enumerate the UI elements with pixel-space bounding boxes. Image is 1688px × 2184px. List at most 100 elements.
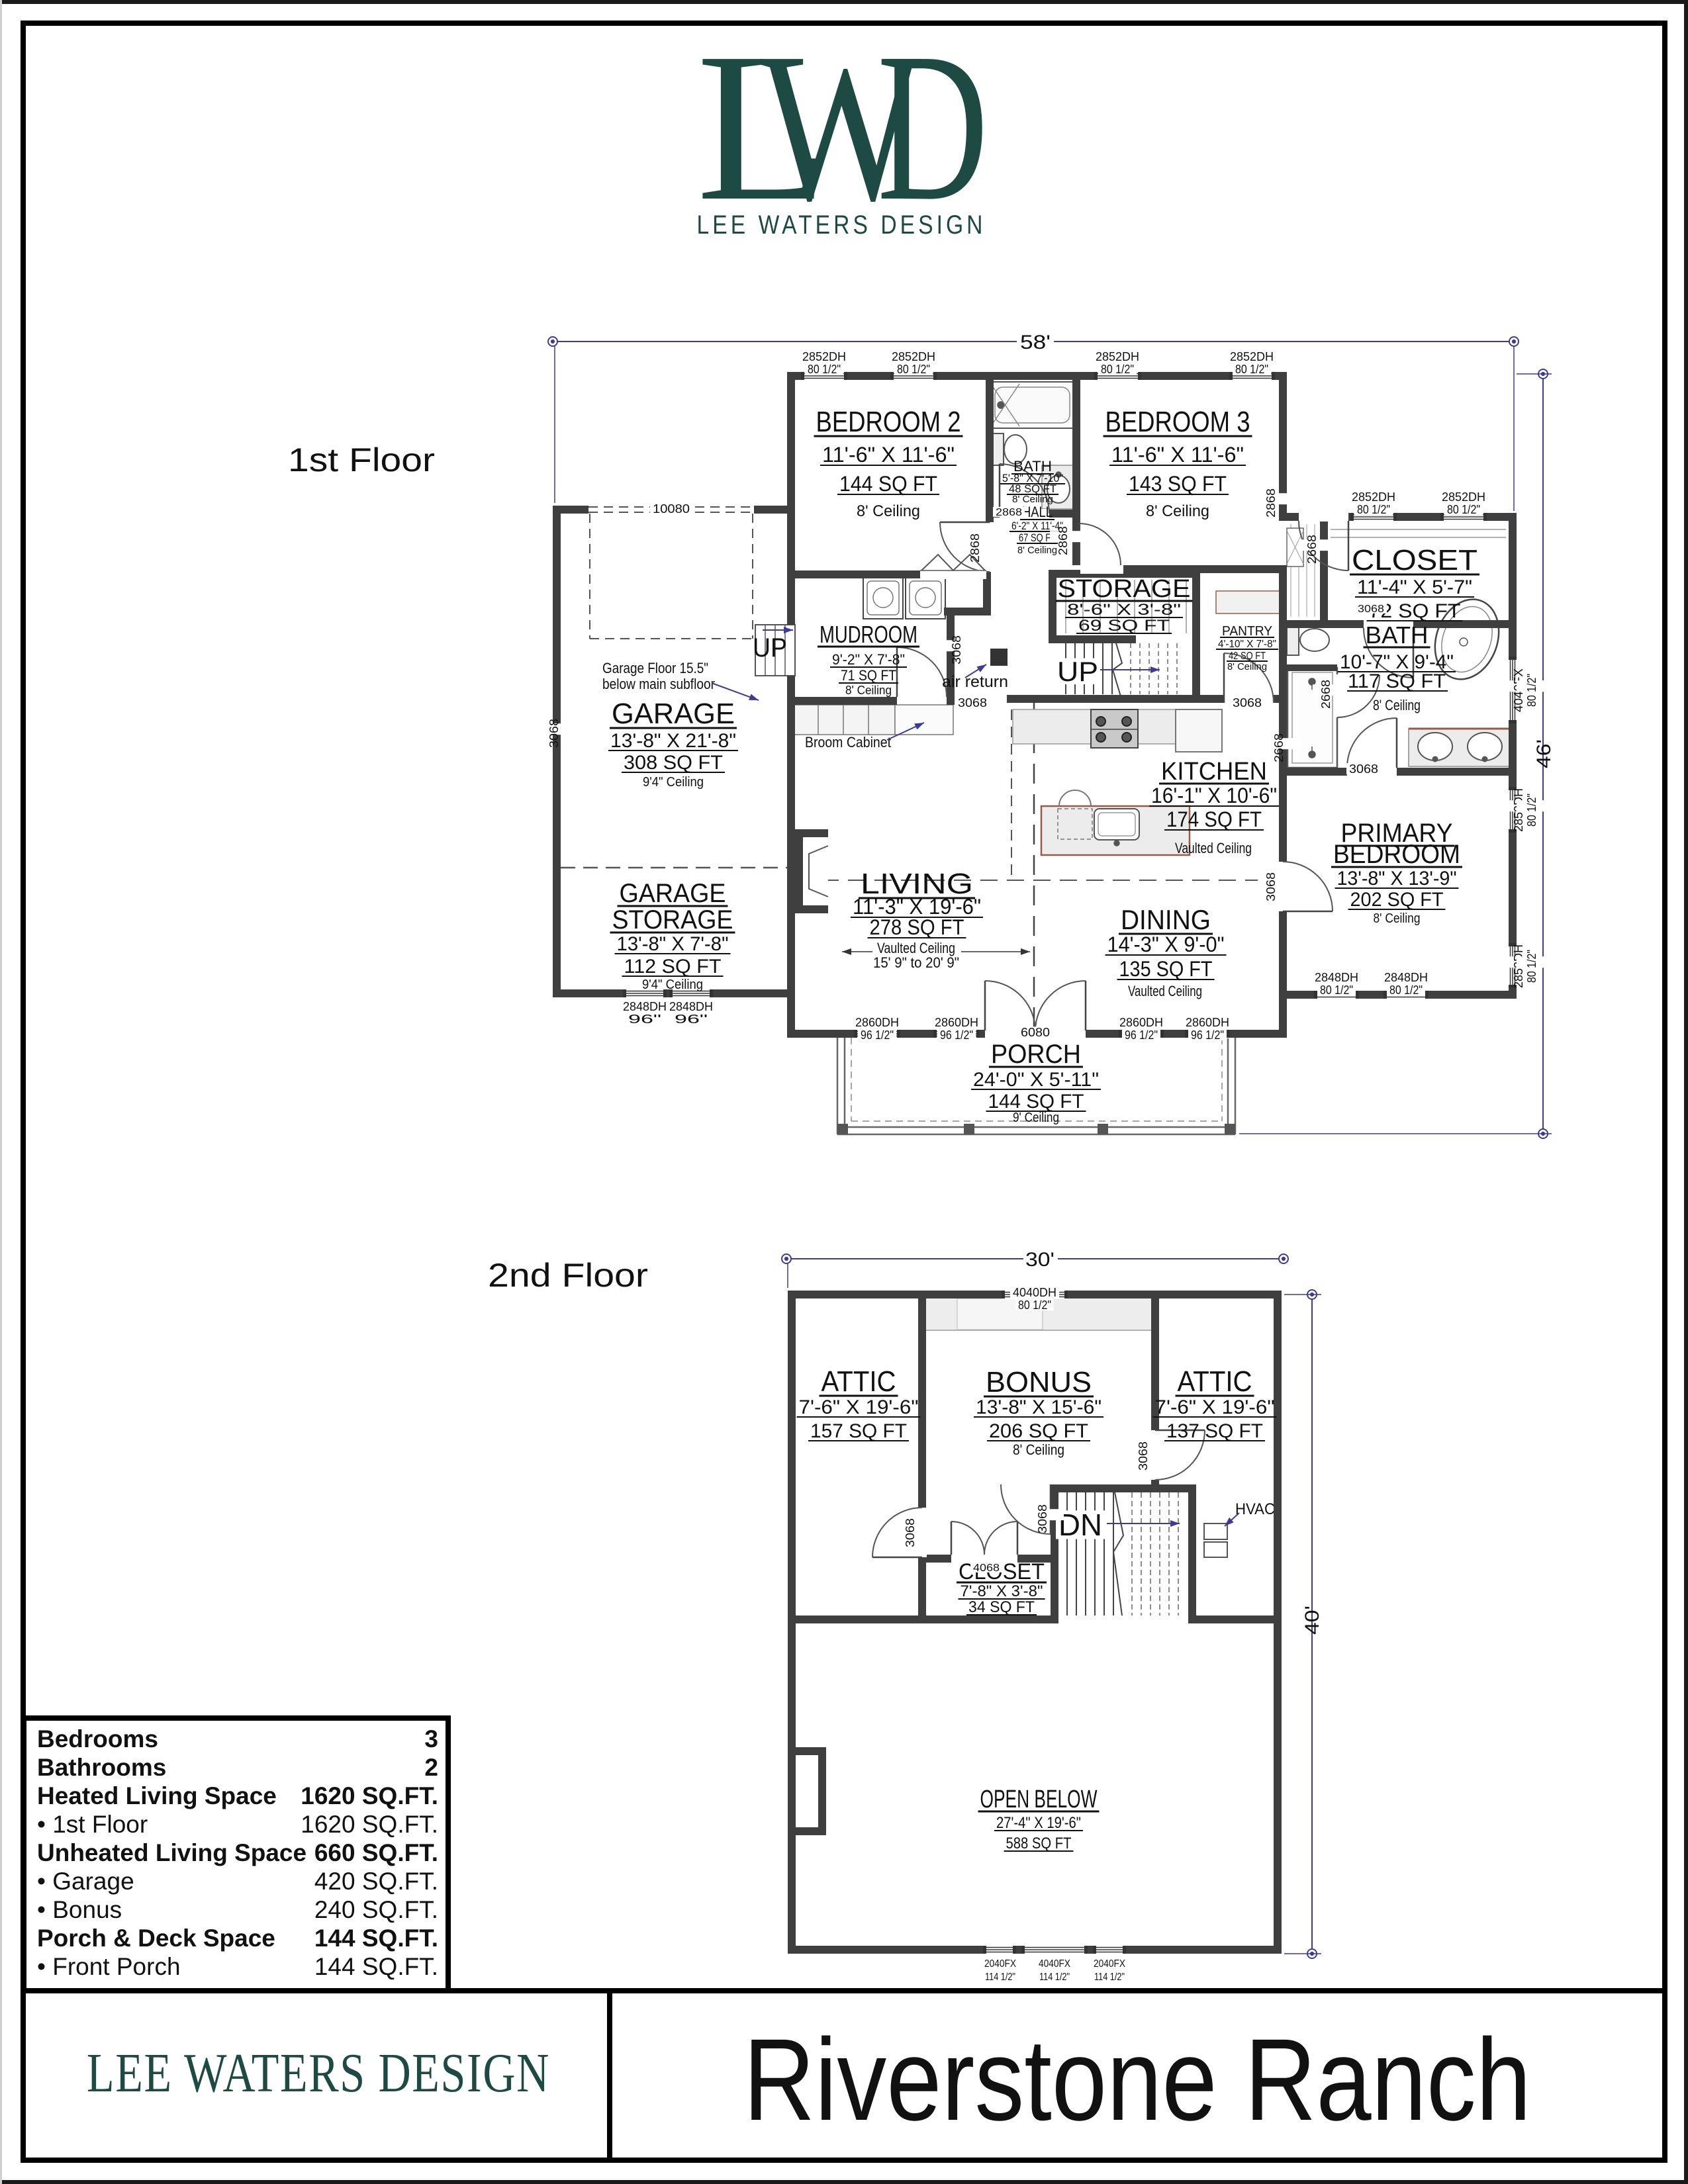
svg-text:117 SQ FT: 117 SQ FT [1348,670,1446,692]
svg-text:4040DH: 4040DH [1013,1286,1056,1299]
svg-text:Porch & Deck Space: Porch & Deck Space [37,1925,275,1952]
svg-text:6080: 6080 [1021,1026,1050,1039]
svg-text:80 1/2": 80 1/2" [1525,674,1538,707]
svg-text:PANTRY: PANTRY [1222,624,1272,639]
svg-text:2852DH: 2852DH [1230,350,1274,363]
svg-text:2860DH: 2860DH [1119,1016,1163,1029]
svg-text:W: W [760,9,923,245]
svg-text:BATH: BATH [1366,621,1429,649]
svg-text:CLOSET: CLOSET [1352,544,1477,576]
svg-text:GARAGE: GARAGE [612,698,735,730]
svg-text:2: 2 [424,1754,438,1781]
svg-text:13'-8" X 7'-8": 13'-8" X 7'-8" [617,933,729,955]
svg-text:80 1/2": 80 1/2" [1018,1298,1051,1312]
svg-text:114 1/2": 114 1/2" [1039,1972,1070,1983]
svg-text:24'-0" X 5'-11": 24'-0" X 5'-11" [973,1069,1099,1091]
svg-text:Unheated Living Space: Unheated Living Space [37,1839,306,1866]
svg-text:2860DH: 2860DH [855,1016,899,1029]
svg-text:96 1/2": 96 1/2" [1191,1028,1224,1042]
svg-text:2852DH: 2852DH [1096,350,1139,363]
svg-text:8' Ceiling: 8' Ceiling [1373,697,1421,713]
svg-text:2nd Floor: 2nd Floor [488,1257,648,1294]
svg-text:ATTIC: ATTIC [1178,1365,1252,1398]
svg-text:8' Ceiling: 8' Ceiling [1017,545,1057,556]
svg-text:4068: 4068 [973,1563,1000,1574]
svg-text:8' Ceiling: 8' Ceiling [1146,502,1209,520]
svg-text:13'-8" X 21'-8": 13'-8" X 21'-8" [610,730,736,752]
svg-text:46': 46' [1533,739,1555,768]
svg-text:42 SQ FT: 42 SQ FT [1229,651,1266,662]
svg-text:7'-6" X 19'-6": 7'-6" X 19'-6" [799,1396,919,1418]
svg-text:• Front Porch: • Front Porch [37,1953,181,1980]
svg-text:8' Ceiling: 8' Ceiling [857,502,920,520]
svg-text:4040FX: 4040FX [1039,1958,1070,1970]
svg-text:3068: 3068 [1233,696,1262,709]
svg-text:PORCH: PORCH [991,1040,1081,1069]
svg-text:80 1/2": 80 1/2" [897,363,930,376]
svg-text:58': 58' [1020,332,1051,353]
svg-text:11'-3" X 19'-6": 11'-3" X 19'-6" [853,895,981,919]
svg-text:D: D [877,9,988,245]
svg-text:MUDROOM: MUDROOM [820,621,917,648]
svg-text:144 SQ.FT.: 144 SQ.FT. [314,1953,438,1980]
svg-text:HVAC: HVAC [1235,1500,1275,1518]
svg-text:2668: 2668 [1319,680,1333,709]
svg-text:BEDROOM 2: BEDROOM 2 [816,406,961,438]
svg-text:3068: 3068 [1349,762,1378,776]
svg-text:206 SQ FT: 206 SQ FT [989,1420,1088,1442]
svg-text:9'4" Ceiling: 9'4" Ceiling [642,978,703,992]
svg-text:80 1/2": 80 1/2" [1447,503,1480,516]
svg-text:2852DH: 2852DH [1442,490,1485,504]
svg-text:308 SQ FT: 308 SQ FT [624,752,723,774]
svg-text:3068: 3068 [1137,1441,1150,1471]
svg-text:2852DH: 2852DH [892,350,935,363]
svg-text:144 SQ FT: 144 SQ FT [988,1091,1084,1113]
svg-text:96 1/2": 96 1/2" [861,1028,894,1042]
svg-text:3068: 3068 [958,696,987,709]
svg-text:• 1st Floor: • 1st Floor [37,1811,148,1838]
svg-text:Bedrooms: Bedrooms [37,1725,158,1752]
svg-text:3068: 3068 [1358,604,1384,615]
svg-text:11'-6" X 11'-6": 11'-6" X 11'-6" [822,443,955,467]
svg-text:2040FX: 2040FX [984,1958,1016,1970]
svg-text:PRIMARY: PRIMARY [1341,819,1453,848]
svg-text:DINING: DINING [1121,904,1211,935]
svg-text:2868: 2868 [968,533,982,563]
svg-text:13'-8" X 13'-9": 13'-8" X 13'-9" [1337,868,1457,889]
svg-text:2868: 2868 [1056,526,1070,555]
svg-text:16'-1" X 10'-6": 16'-1" X 10'-6" [1151,784,1277,807]
svg-text:below main subfloor: below main subfloor [602,676,715,692]
svg-text:STORAGE: STORAGE [612,905,733,934]
svg-text:240 SQ.FT.: 240 SQ.FT. [314,1896,438,1923]
svg-text:71 SQ FT: 71 SQ FT [841,667,896,684]
svg-text:7'-8" X 3'-8": 7'-8" X 3'-8" [961,1582,1043,1600]
svg-text:588 SQ FT: 588 SQ FT [1006,1835,1072,1852]
svg-text:L: L [696,9,829,245]
svg-text:• Bonus: • Bonus [37,1896,122,1923]
svg-text:69 SQ FT: 69 SQ FT [1078,617,1170,635]
svg-text:8' Ceiling: 8' Ceiling [1013,1441,1064,1458]
svg-text:STORAGE: STORAGE [1058,575,1191,603]
svg-text:34 SQ FT: 34 SQ FT [968,1598,1035,1616]
svg-text:LEE WATERS DESIGN: LEE WATERS DESIGN [697,210,986,240]
svg-text:2040FX: 2040FX [1094,1958,1125,1970]
svg-text:2868: 2868 [996,507,1022,518]
svg-text:9'-2" X 7'-8": 9'-2" X 7'-8" [832,651,905,668]
svg-text:DN: DN [1058,1508,1102,1542]
svg-text:80 1/2": 80 1/2" [1320,983,1353,997]
svg-text:UP: UP [753,633,787,662]
svg-text:LIVING: LIVING [861,868,973,900]
svg-text:3068: 3068 [547,719,561,748]
svg-text:BONUS: BONUS [986,1366,1092,1398]
svg-text:202 SQ FT: 202 SQ FT [1350,889,1444,911]
svg-text:8' Ceiling: 8' Ceiling [1227,661,1267,672]
svg-text:8' Ceiling: 8' Ceiling [845,684,892,697]
svg-text:27'-4" X 19'-6": 27'-4" X 19'-6" [996,1814,1081,1832]
svg-text:80 1/2": 80 1/2" [1389,983,1423,997]
svg-text:2848DH: 2848DH [1384,971,1428,984]
svg-text:48 SQ FT: 48 SQ FT [1009,482,1056,495]
svg-text:144 SQ FT: 144 SQ FT [839,472,937,496]
svg-text:4'-10" X 7'-8": 4'-10" X 7'-8" [1218,639,1276,650]
svg-text:Vaulted Ceiling: Vaulted Ceiling [877,940,955,956]
svg-text:1st Floor: 1st Floor [288,441,435,478]
